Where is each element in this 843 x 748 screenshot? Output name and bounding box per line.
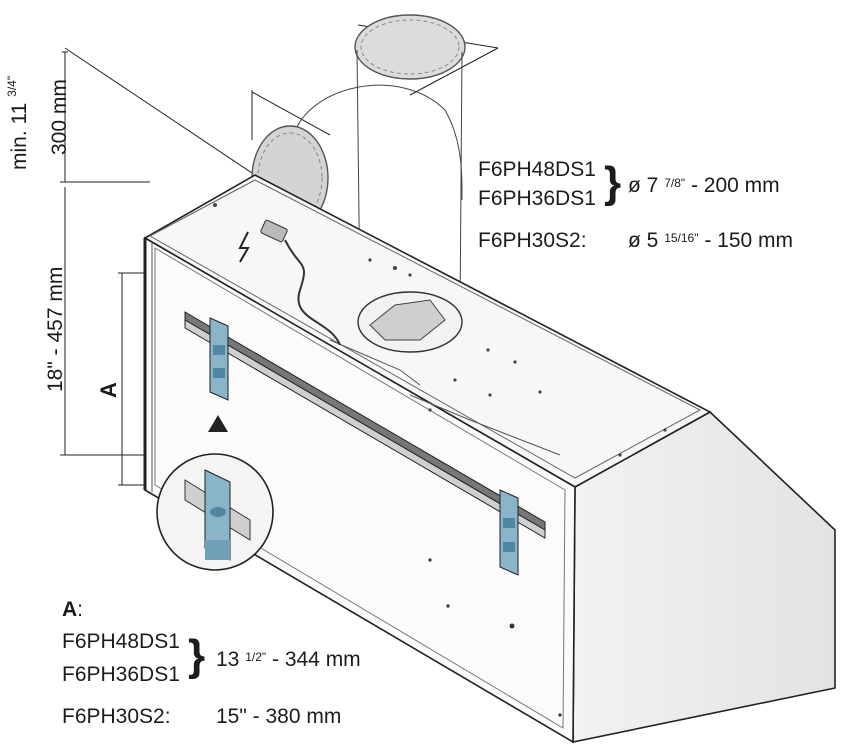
a-group-value: 13 1/2" - 344 mm — [216, 648, 361, 671]
a-model-1: F6PH48DS1 — [62, 630, 180, 653]
hood-height-label: 18" - 457 mm — [44, 266, 67, 392]
a-model-2: F6PH36DS1 — [62, 663, 180, 686]
power-cord — [238, 219, 341, 346]
duct-single-diameter: ø 5 15/16" - 150 mm — [628, 229, 794, 252]
duct-dome-outline — [291, 84, 463, 201]
bracket-detail-magnifier — [156, 453, 274, 571]
panel-dots — [428, 558, 562, 717]
duct-model-1: F6PH48DS1 — [478, 158, 596, 181]
hood-duct-opening — [357, 291, 463, 353]
min-height-mm-label: 300 mm — [48, 79, 71, 155]
a-single-value: 15" - 380 mm — [216, 705, 342, 728]
bracket-right — [499, 489, 519, 576]
a-brace: } — [188, 631, 206, 680]
bracket-left — [208, 317, 229, 432]
a-table-title: A: — [62, 598, 84, 621]
duct-group-diameter: ø 7 7/8" - 200 mm — [628, 174, 780, 197]
dimension-a-label: A — [96, 382, 121, 398]
duct-single-model: F6PH30S2: — [478, 229, 587, 252]
top-surface-details — [213, 203, 667, 457]
duct-brace: } — [604, 158, 622, 207]
mounting-rail — [184, 311, 546, 539]
min-height-label: min. 11 3/4" — [5, 75, 31, 170]
duct-model-2: F6PH36DS1 — [478, 187, 596, 210]
a-single-model: F6PH30S2: — [62, 705, 171, 728]
top-duct-collar — [354, 14, 466, 316]
